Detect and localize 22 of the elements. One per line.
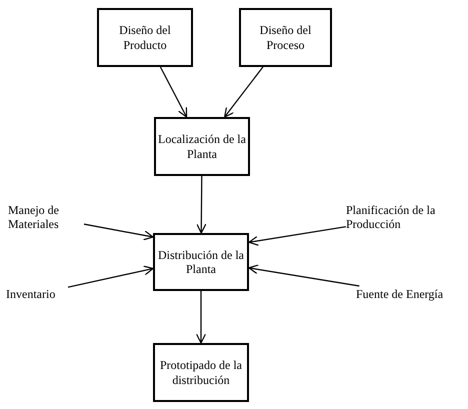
process-box [154, 117, 250, 176]
process-box [153, 343, 249, 402]
arrow [224, 66, 264, 118]
box-label: Diseño del Proceso [258, 23, 312, 52]
arrow [196, 176, 206, 234]
input-label: Planificación de la Producción [346, 202, 436, 232]
arrow [84, 224, 154, 240]
box-label: Distribución de la Planta [157, 248, 245, 276]
process-box [153, 233, 249, 291]
arrow [248, 264, 360, 287]
arrow [68, 265, 154, 288]
arrow [196, 291, 206, 344]
input-label: Manejo de Materiales [8, 202, 60, 232]
box-label: Diseño del Producto [118, 23, 172, 52]
box-label: Prototipado de la distribución [159, 358, 243, 387]
arrow [160, 66, 188, 118]
process-box [97, 8, 193, 67]
input-label: Inventario [6, 286, 56, 302]
process-box [239, 8, 332, 67]
box-label: Localización de la Planta [157, 132, 247, 161]
input-label: Fuente de Energía [356, 286, 444, 302]
arrow [248, 226, 346, 246]
